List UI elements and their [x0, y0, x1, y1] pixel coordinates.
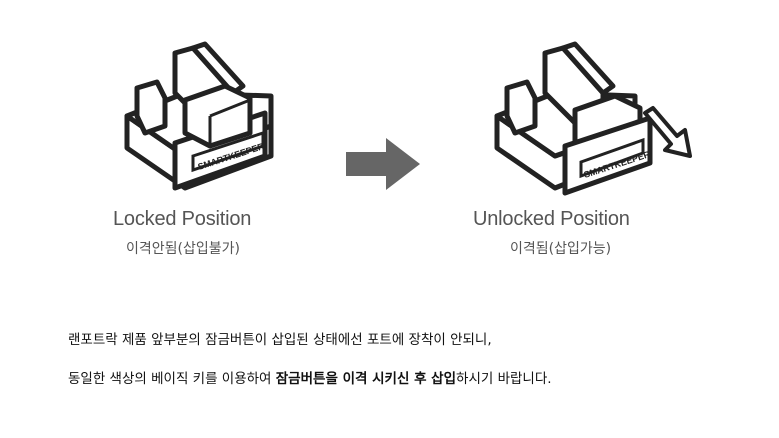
unlocked-subtitle: 이격됨(삽입가능) — [510, 241, 612, 257]
unlocked-title: Unlocked Position — [473, 208, 630, 230]
instruction-line-2-bold: 잠금버튼을 이격 시키신 후 삽입 — [275, 371, 457, 387]
unlocked-device-illustration: SMARTKEEPER — [494, 41, 692, 196]
instruction-line-2-prefix: 동일한 색상의 베이직 키를 이용하여 — [68, 371, 276, 387]
locked-device-illustration: SMARTKEEPER — [124, 41, 274, 191]
instruction-line-2: 동일한 색상의 베이직 키를 이용하여 잠금버튼을 이격 시키신 후 삽입하시기… — [68, 367, 552, 387]
right-arrow-icon — [346, 138, 420, 190]
instruction-line-2-suffix: 하시기 바랍니다. — [456, 371, 552, 387]
locked-title: Locked Position — [113, 208, 252, 230]
locked-subtitle: 이격안됨(삽입불가) — [126, 241, 240, 257]
instruction-line-1: 랜포트락 제품 앞부분의 잠금버튼이 삽입된 상태에선 포트에 장착이 안되니, — [68, 328, 492, 348]
instruction-line-1-text: 랜포트락 제품 앞부분의 잠금버튼이 삽입된 상태에선 포트에 장착이 안되니, — [68, 332, 492, 348]
